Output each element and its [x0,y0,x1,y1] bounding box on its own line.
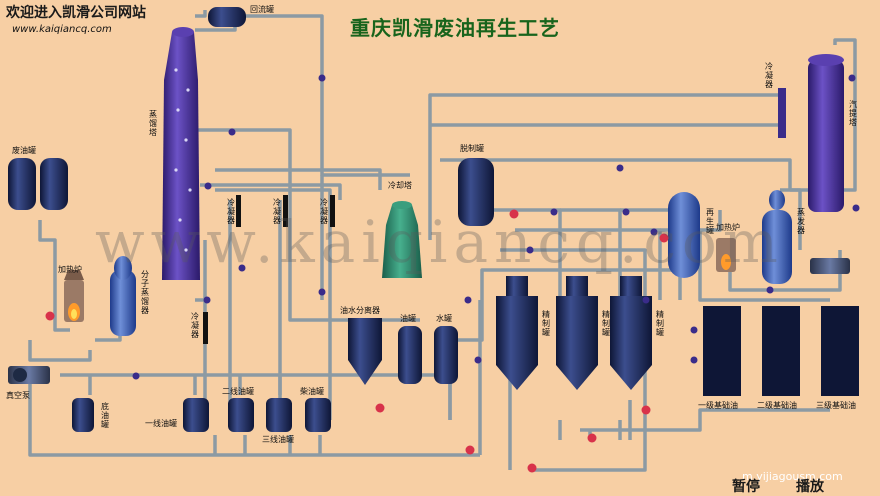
valve-nodes [132,74,860,380]
label-line1-tank: 一线油罐 [145,419,177,428]
footer-url: m.yijiagousm.com [742,470,843,483]
reflux-tank [208,7,246,27]
distillation-tower [162,27,200,280]
condensers [203,195,335,344]
cooling-tower [382,201,422,278]
label-mol-distiller: 分子蒸馏器 [141,270,149,315]
label-waste-oil-tank: 废油罐 [12,146,36,155]
label-base-oil-2: 二级基础油 [757,401,797,410]
condenser-top [778,88,786,138]
label-distill-tower: 蒸馏塔 [149,110,157,137]
label-refine-1: 精制罐 [542,310,550,337]
diagram-title: 重庆凯滑废油再生工艺 [350,16,560,40]
oil-water-tanks [398,326,458,384]
heater-left [64,270,84,322]
evaporator [762,190,792,284]
label-line3-tank: 三线油罐 [262,435,294,444]
label-condenser-top: 冷凝器 [765,62,773,89]
pause-button[interactable]: 暂停 [732,479,760,495]
label-condenser-3: 冷凝器 [320,198,328,225]
welcome-banner: 欢迎进入凯滑公司网站 [6,5,146,21]
label-refine-2: 精制罐 [602,310,610,337]
watermark: www.kaiqiancq.com [95,208,784,276]
label-refine-3: 精制罐 [656,310,664,337]
label-base-oil-1: 一级基础油 [698,401,738,410]
label-vacuum-pump: 真空泵 [6,391,30,400]
red-pumps [45,209,669,473]
label-oil-water-sep: 油水分离器 [340,306,380,315]
waste-oil-tanks [8,158,68,210]
site-url: www.kaiqiancq.com [12,24,112,35]
label-base-oil-3: 三级基础油 [816,401,856,410]
label-condenser-low: 冷凝器 [191,312,199,339]
regen-tank [668,192,700,278]
label-diesel-tank: 柴油罐 [300,387,324,396]
label-heater-left: 加热炉 [58,265,82,274]
label-heater-right: 加热炉 [716,223,740,232]
molecular-distiller [110,256,136,336]
base-oil-tank-bottom [72,398,94,432]
refining-tanks [496,276,652,390]
label-condenser-1: 冷凝器 [227,198,235,225]
play-button[interactable]: 播放 [796,479,824,495]
dehydrate-tank [458,158,494,226]
line-oil-tanks [183,398,331,432]
stripper-tower [808,54,844,212]
heater-right [716,238,736,272]
label-dehydrate-tank: 脱制罐 [460,144,484,153]
label-base-oil-tank: 底油罐 [101,402,109,429]
label-regen-tank: 再生罐 [706,208,714,235]
label-steam-tower: 蒸发器 [797,208,805,235]
vacuum-pump [8,366,50,384]
label-condenser-2: 冷凝器 [273,198,281,225]
oil-water-separator [348,318,382,385]
pump-right [810,258,850,274]
label-cooling-tower: 冷却塔 [388,181,412,190]
label-stripper-tower: 汽提塔 [849,100,857,127]
label-water-tank: 水罐 [436,314,452,323]
label-oil-tank: 油罐 [400,314,416,323]
label-reflux-tank: 回流罐 [250,5,274,14]
base-oil-product-tanks [703,306,859,396]
label-line2-tank: 二线油罐 [222,387,254,396]
